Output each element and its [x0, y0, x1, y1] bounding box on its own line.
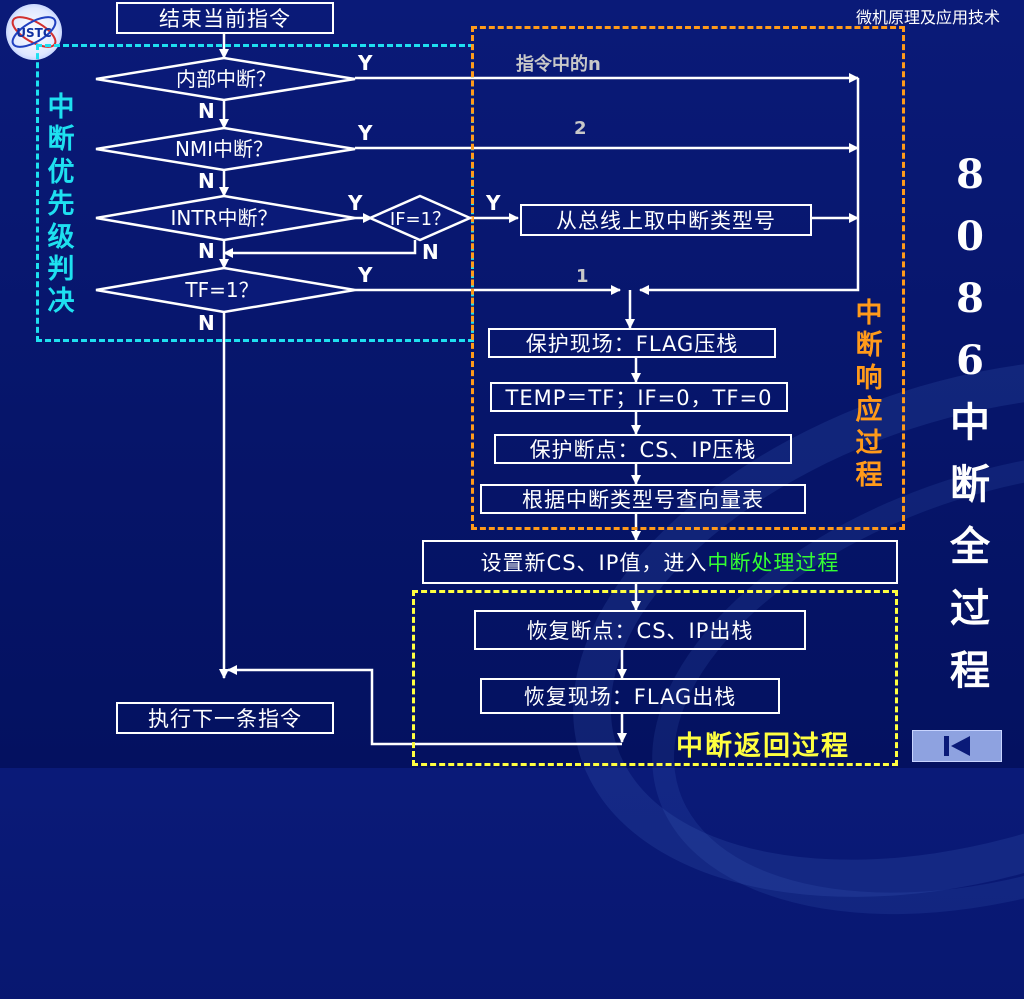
intr-decision — [95, 194, 356, 242]
end-current-instruction-box: 结束当前指令 — [116, 2, 334, 34]
return-region-label: 中断返回过程 — [676, 731, 850, 762]
return-step-2: 恢复现场：FLAG出栈 — [480, 678, 780, 714]
return-step-1: 恢复断点：CS、IP出栈 — [474, 610, 806, 650]
intr-decision-label: INTR中断？ — [171, 206, 278, 230]
edge-label-tf: 1 — [576, 266, 589, 287]
decision-diamonds: 内部中断？ NMI中断？ INTR中断？ IF=1？ TF=1？ Y Y Y Y… — [95, 51, 601, 335]
priority-region-label: 中断优先级判决 — [47, 92, 75, 318]
tf-decision — [95, 266, 356, 314]
if-decision-label: IF=1？ — [390, 209, 450, 230]
yes-label: Y — [357, 51, 373, 75]
edge-label-nmi: 2 — [574, 118, 587, 139]
internal-decision-label: 内部中断？ — [176, 67, 276, 91]
previous-slide-button[interactable] — [912, 730, 1002, 762]
side-title-char: 全 — [950, 523, 990, 570]
side-title: 8 0 8 6 中 断 全 过 程 — [942, 144, 998, 702]
response-step-1: 保护现场：FLAG压栈 — [488, 328, 776, 358]
side-title-char: 6 — [956, 337, 984, 384]
response-step-2: TEMP＝TF；IF=0，TF=0 — [490, 382, 788, 412]
set-cs-ip-box: 设置新CS、IP值，进入中断处理过程 — [422, 540, 898, 584]
response-step-4: 根据中断类型号查向量表 — [480, 484, 806, 514]
set-cs-ip-text: 设置新CS、IP值，进入 — [480, 551, 708, 575]
no-label: N — [198, 311, 215, 335]
logo-text: USTC — [16, 26, 52, 40]
if-decision — [366, 194, 474, 242]
yes-label: Y — [485, 191, 501, 215]
side-title-char: 中 — [950, 399, 990, 446]
tf-decision-label: TF=1？ — [184, 278, 258, 302]
side-title-char: 8 — [956, 275, 984, 322]
no-label: N — [422, 240, 439, 264]
no-label: N — [198, 239, 215, 263]
side-title-char: 过 — [950, 585, 990, 632]
no-label: N — [198, 99, 215, 123]
nmi-decision-label: NMI中断？ — [175, 137, 273, 161]
response-region-frame — [471, 26, 905, 530]
flowchart-connectors — [219, 49, 859, 743]
response-step-3: 保护断点：CS、IP压栈 — [494, 434, 792, 464]
set-cs-ip-highlight: 中断处理过程 — [707, 551, 840, 575]
side-title-char: 断 — [950, 461, 990, 508]
ustc-logo: USTC — [6, 4, 62, 60]
edge-label-internal: 指令中的n — [516, 53, 601, 75]
course-title: 微机原理及应用技术 — [855, 8, 1000, 27]
internal-interrupt-decision — [95, 56, 356, 102]
yes-label: Y — [357, 121, 373, 145]
side-title-char: 8 — [956, 151, 984, 198]
yes-label: Y — [347, 191, 363, 215]
return-region-frame — [412, 590, 898, 766]
nmi-decision — [95, 126, 356, 172]
no-label: N — [198, 169, 215, 193]
fetch-interrupt-type-box: 从总线上取中断类型号 — [520, 204, 812, 236]
yes-label: Y — [357, 263, 373, 287]
side-title-char: 0 — [956, 213, 984, 260]
response-region-label: 中断响应过程 — [855, 298, 883, 491]
side-title-char: 程 — [950, 647, 990, 694]
execute-next-instruction-box: 执行下一条指令 — [116, 702, 334, 734]
skip-back-icon — [944, 736, 970, 756]
